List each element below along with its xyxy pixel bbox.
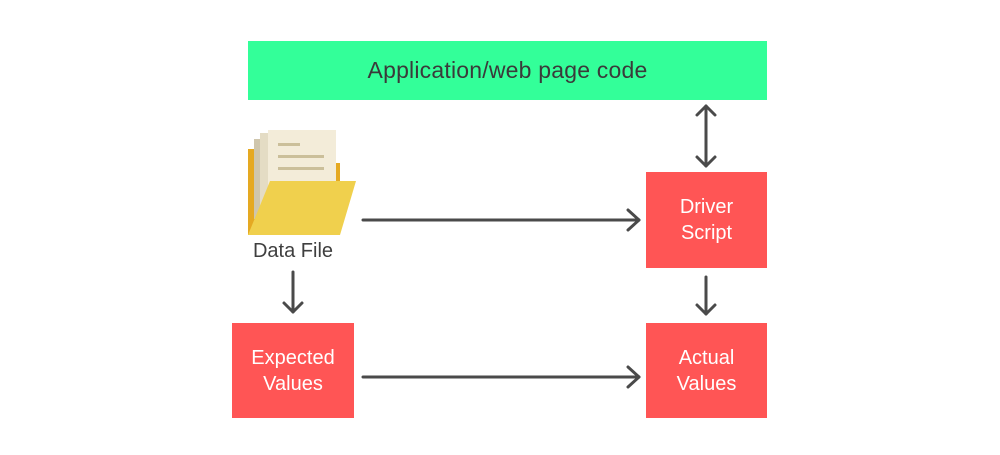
expected-values-label: Expected Values xyxy=(251,346,335,395)
application-code-box: Application/web page code xyxy=(248,41,767,100)
data-file-to-expected-arrow xyxy=(282,270,304,314)
expected-values-box: Expected Values xyxy=(232,323,354,418)
expected-to-actual-arrow xyxy=(361,365,641,389)
application-code-label: Application/web page code xyxy=(367,57,648,83)
actual-values-label: Actual Values xyxy=(676,346,737,395)
actual-values-box: Actual Values xyxy=(646,323,767,418)
app-driver-double-arrow xyxy=(695,104,717,168)
folder-with-documents-icon xyxy=(248,130,356,235)
driver-script-box: Driver Script xyxy=(646,172,767,268)
driver-to-actual-arrow xyxy=(695,275,717,316)
data-file-label: Data File xyxy=(252,240,334,262)
data-file-to-driver-arrow xyxy=(361,208,641,232)
driver-script-label: Driver Script xyxy=(679,196,734,244)
